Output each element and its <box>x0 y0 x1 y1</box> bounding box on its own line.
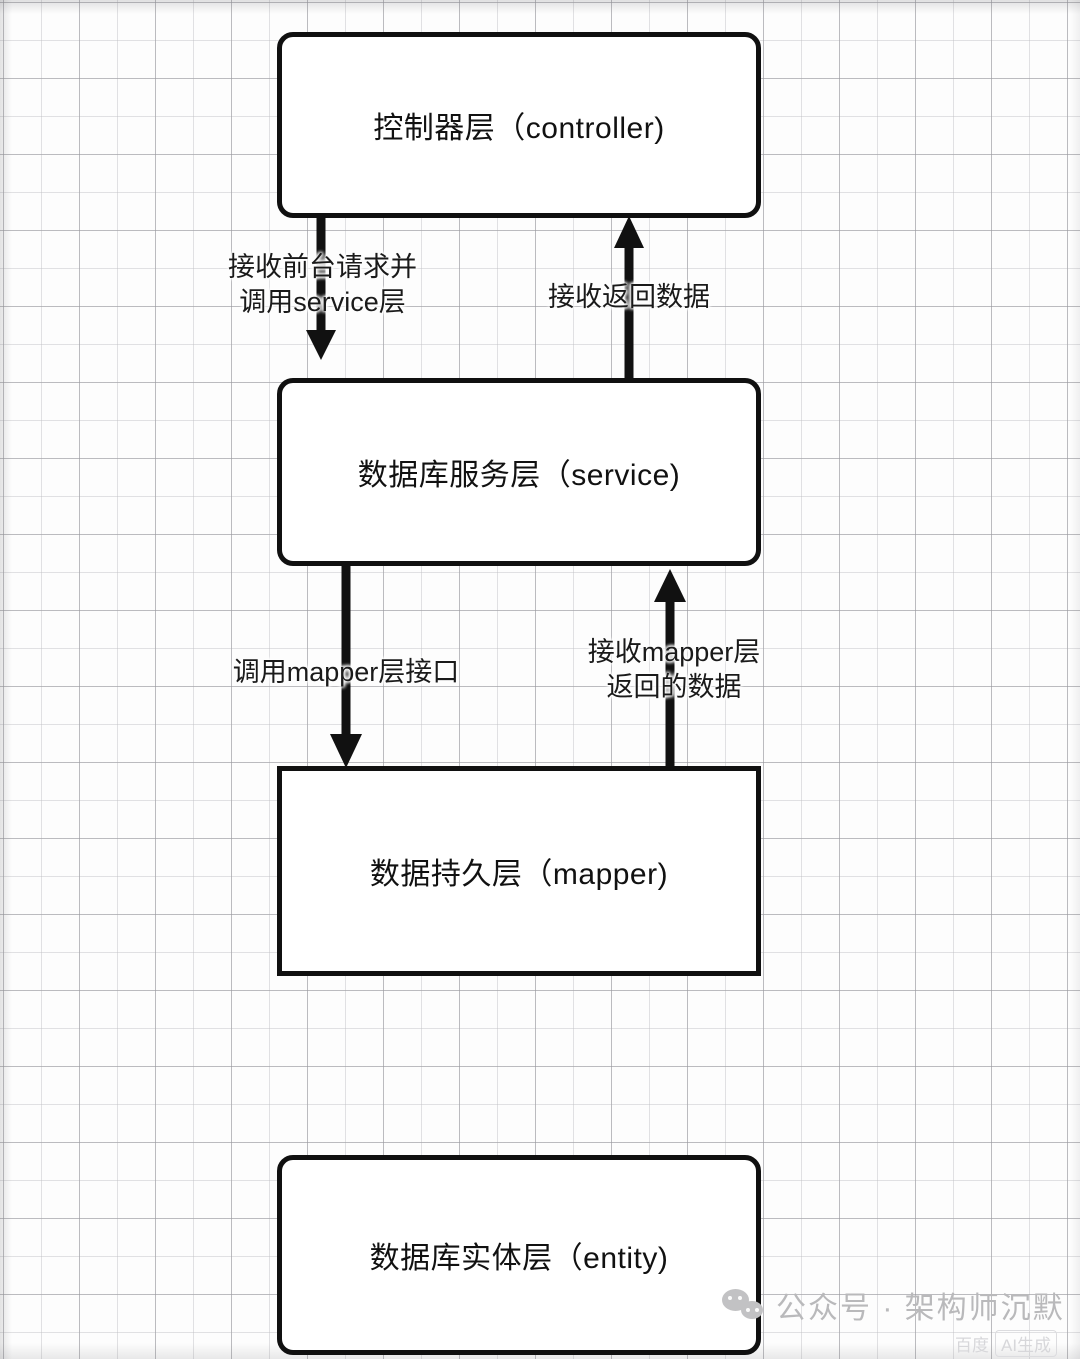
edge-label-line: 接收前台请求并 <box>228 252 417 282</box>
arrow-service-to-mapper <box>325 564 367 770</box>
node-mapper[interactable]: 数据持久层（mapper) <box>277 766 761 976</box>
node-controller[interactable]: 控制器层（controller) <box>277 32 761 218</box>
edge-label-line: 调用service层 <box>239 286 406 317</box>
arrow-service-to-controller <box>608 214 650 384</box>
wechat-icon <box>722 1289 764 1321</box>
ai-badge-tag: AI生成 <box>995 1330 1058 1357</box>
node-mapper-label: 数据持久层（mapper) <box>369 858 669 891</box>
edge-label-service-to-controller: 接收返回数据 <box>524 280 734 315</box>
watermark-text: 公众号 · 架构师沉默 <box>776 1292 1065 1325</box>
edge-label-mapper-to-service: 接收mapper层 返回的数据 <box>560 635 788 704</box>
ai-badge-brand: 百度 <box>955 1336 989 1355</box>
node-entity[interactable]: 数据库实体层（entity) <box>277 1155 761 1355</box>
edge-label-controller-to-service: 接收前台请求并 调用service层 <box>200 250 445 319</box>
ai-generated-badge: 百度 AI生成 <box>955 1330 1058 1357</box>
edge-label-line: 调用mapper层接口 <box>232 657 460 687</box>
edge-label-service-to-mapper: 调用mapper层接口 <box>198 655 494 690</box>
node-entity-label: 数据库实体层（entity) <box>369 1242 669 1275</box>
watermark: 公众号 · 架构师沉默 <box>722 1283 1065 1327</box>
node-service[interactable]: 数据库服务层（service) <box>277 378 761 566</box>
edge-label-line: 返回的数据 <box>606 671 742 702</box>
edge-label-line: 接收mapper层 <box>587 637 761 667</box>
node-service-label: 数据库服务层（service) <box>357 459 681 492</box>
edge-label-line: 接收返回数据 <box>548 282 710 312</box>
arrow-mapper-to-service <box>649 566 691 770</box>
arrow-controller-to-service <box>300 214 342 362</box>
node-controller-label: 控制器层（controller) <box>373 112 665 145</box>
